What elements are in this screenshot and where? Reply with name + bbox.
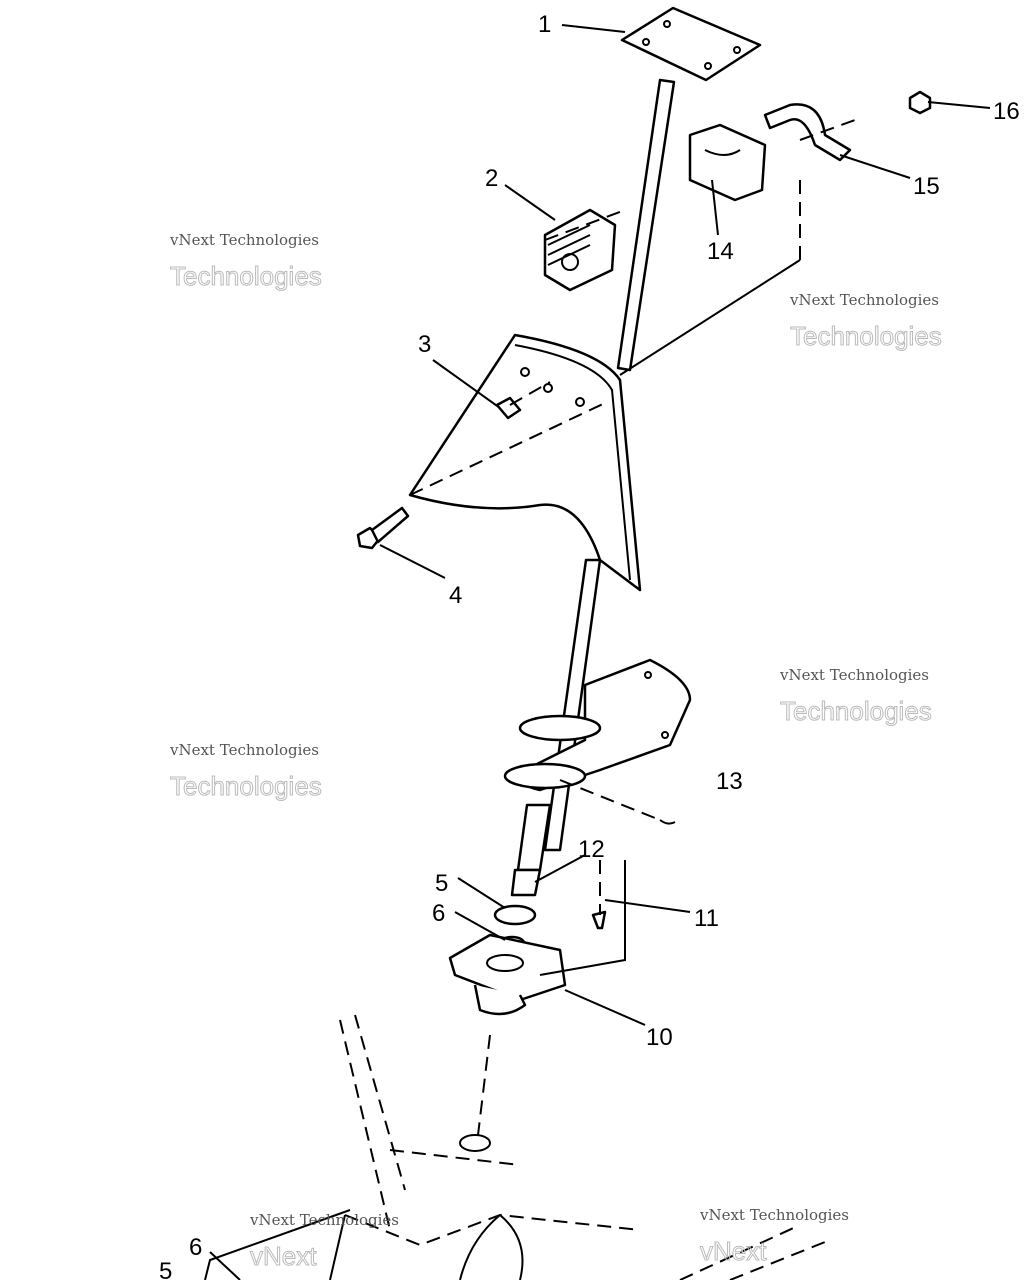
watermarks: vNext Technologies Technologies vNext Te… — [169, 231, 942, 1272]
steering-bracket — [503, 658, 692, 792]
watermark-outline: Technologies — [790, 321, 942, 351]
label-part-3: 3 — [418, 331, 431, 358]
part-1-mounting-plate — [620, 6, 762, 82]
watermark-outline: Technologies — [780, 696, 932, 726]
label-part-6-frame: 6 — [189, 1234, 202, 1261]
watermark-text: vNext Technologies — [169, 231, 319, 249]
label-part-4: 4 — [449, 582, 462, 609]
label-part-10: 10 — [646, 1024, 673, 1051]
watermark-text: vNext Technologies — [789, 291, 939, 309]
steering-console — [408, 333, 642, 592]
label-part-13: 13 — [716, 768, 743, 795]
watermark-outline: vNext — [250, 1241, 317, 1271]
watermark-text: vNext Technologies — [249, 1211, 399, 1229]
label-part-1: 1 — [538, 11, 551, 38]
label-part-5-frame: 5 — [159, 1258, 172, 1280]
watermark-text: vNext Technologies — [169, 741, 319, 759]
frame — [204, 1014, 831, 1280]
watermark-outline: Technologies — [170, 261, 322, 291]
label-part-12: 12 — [578, 836, 605, 863]
part-12-spline-coupling — [510, 803, 552, 897]
label-part-11: 11 — [694, 905, 719, 932]
part-5-washer — [493, 904, 537, 926]
part-10-bearing-block — [448, 933, 567, 1016]
label-part-2: 2 — [485, 165, 498, 192]
watermark-text: vNext Technologies — [699, 1206, 849, 1224]
part-15-clamp — [763, 103, 852, 162]
assembly-lines — [409, 119, 856, 1136]
part-2-bushing — [543, 208, 617, 292]
label-part-6: 6 — [432, 900, 445, 927]
watermark-text: vNext Technologies — [779, 666, 929, 684]
leader-lines — [209, 24, 991, 1280]
label-part-15: 15 — [913, 173, 940, 200]
label-part-14: 14 — [707, 238, 734, 265]
part-16-nut — [908, 90, 932, 115]
watermark-outline: Technologies — [170, 771, 322, 801]
part-13-clip — [659, 819, 676, 825]
part-14-bushing — [688, 123, 767, 202]
part-4-bolt — [356, 506, 410, 550]
watermark-outline: vNext — [700, 1236, 767, 1266]
label-part-5: 5 — [435, 870, 448, 897]
label-part-16: 16 — [993, 98, 1020, 125]
